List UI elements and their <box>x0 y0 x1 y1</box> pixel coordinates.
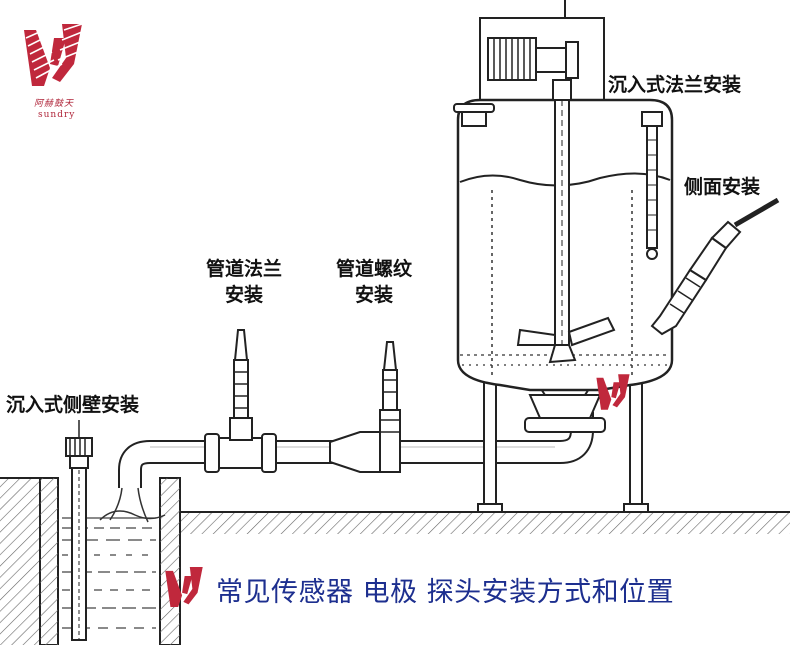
logo-icon <box>24 23 83 86</box>
tank-legs <box>477 379 649 513</box>
pipe-thread-assembly <box>329 341 401 473</box>
watermark-logo-tank <box>595 372 631 412</box>
top-port <box>453 103 495 127</box>
side-sensor <box>650 197 780 336</box>
brand-logo <box>22 20 84 90</box>
label-submerged-flange: 沉入式法兰安装 <box>608 74 742 96</box>
label-pipe-thread-line1: 管道螺纹 <box>335 258 412 280</box>
label-pipe-flange-line2: 安装 <box>224 284 263 306</box>
motor-icon <box>487 37 579 81</box>
brand-name-en: sundry <box>38 110 76 120</box>
label-submerged-sidewall: 沉入式侧壁安装 <box>6 394 140 416</box>
caption: 常见传感器 电极 探头安装方式和位置 <box>216 577 675 608</box>
label-pipe-flange: 管道法兰 安装 <box>196 256 292 308</box>
agitator-icon <box>516 79 616 364</box>
label-pipe-flange-line1: 管道法兰 <box>205 258 282 280</box>
label-pipe-thread-line2: 安装 <box>354 284 393 306</box>
tank-flange-sensor <box>641 111 663 260</box>
sidewall-sensor <box>65 437 93 641</box>
brand-name-cn: 阿赫鼓天 <box>34 99 75 109</box>
sump-pit <box>39 477 181 646</box>
watermark-logo-caption <box>164 564 204 610</box>
pipe-flange-assembly <box>204 329 277 473</box>
label-side-mount: 侧面安装 <box>684 176 761 198</box>
label-pipe-thread: 管道螺纹 安装 <box>326 256 422 308</box>
